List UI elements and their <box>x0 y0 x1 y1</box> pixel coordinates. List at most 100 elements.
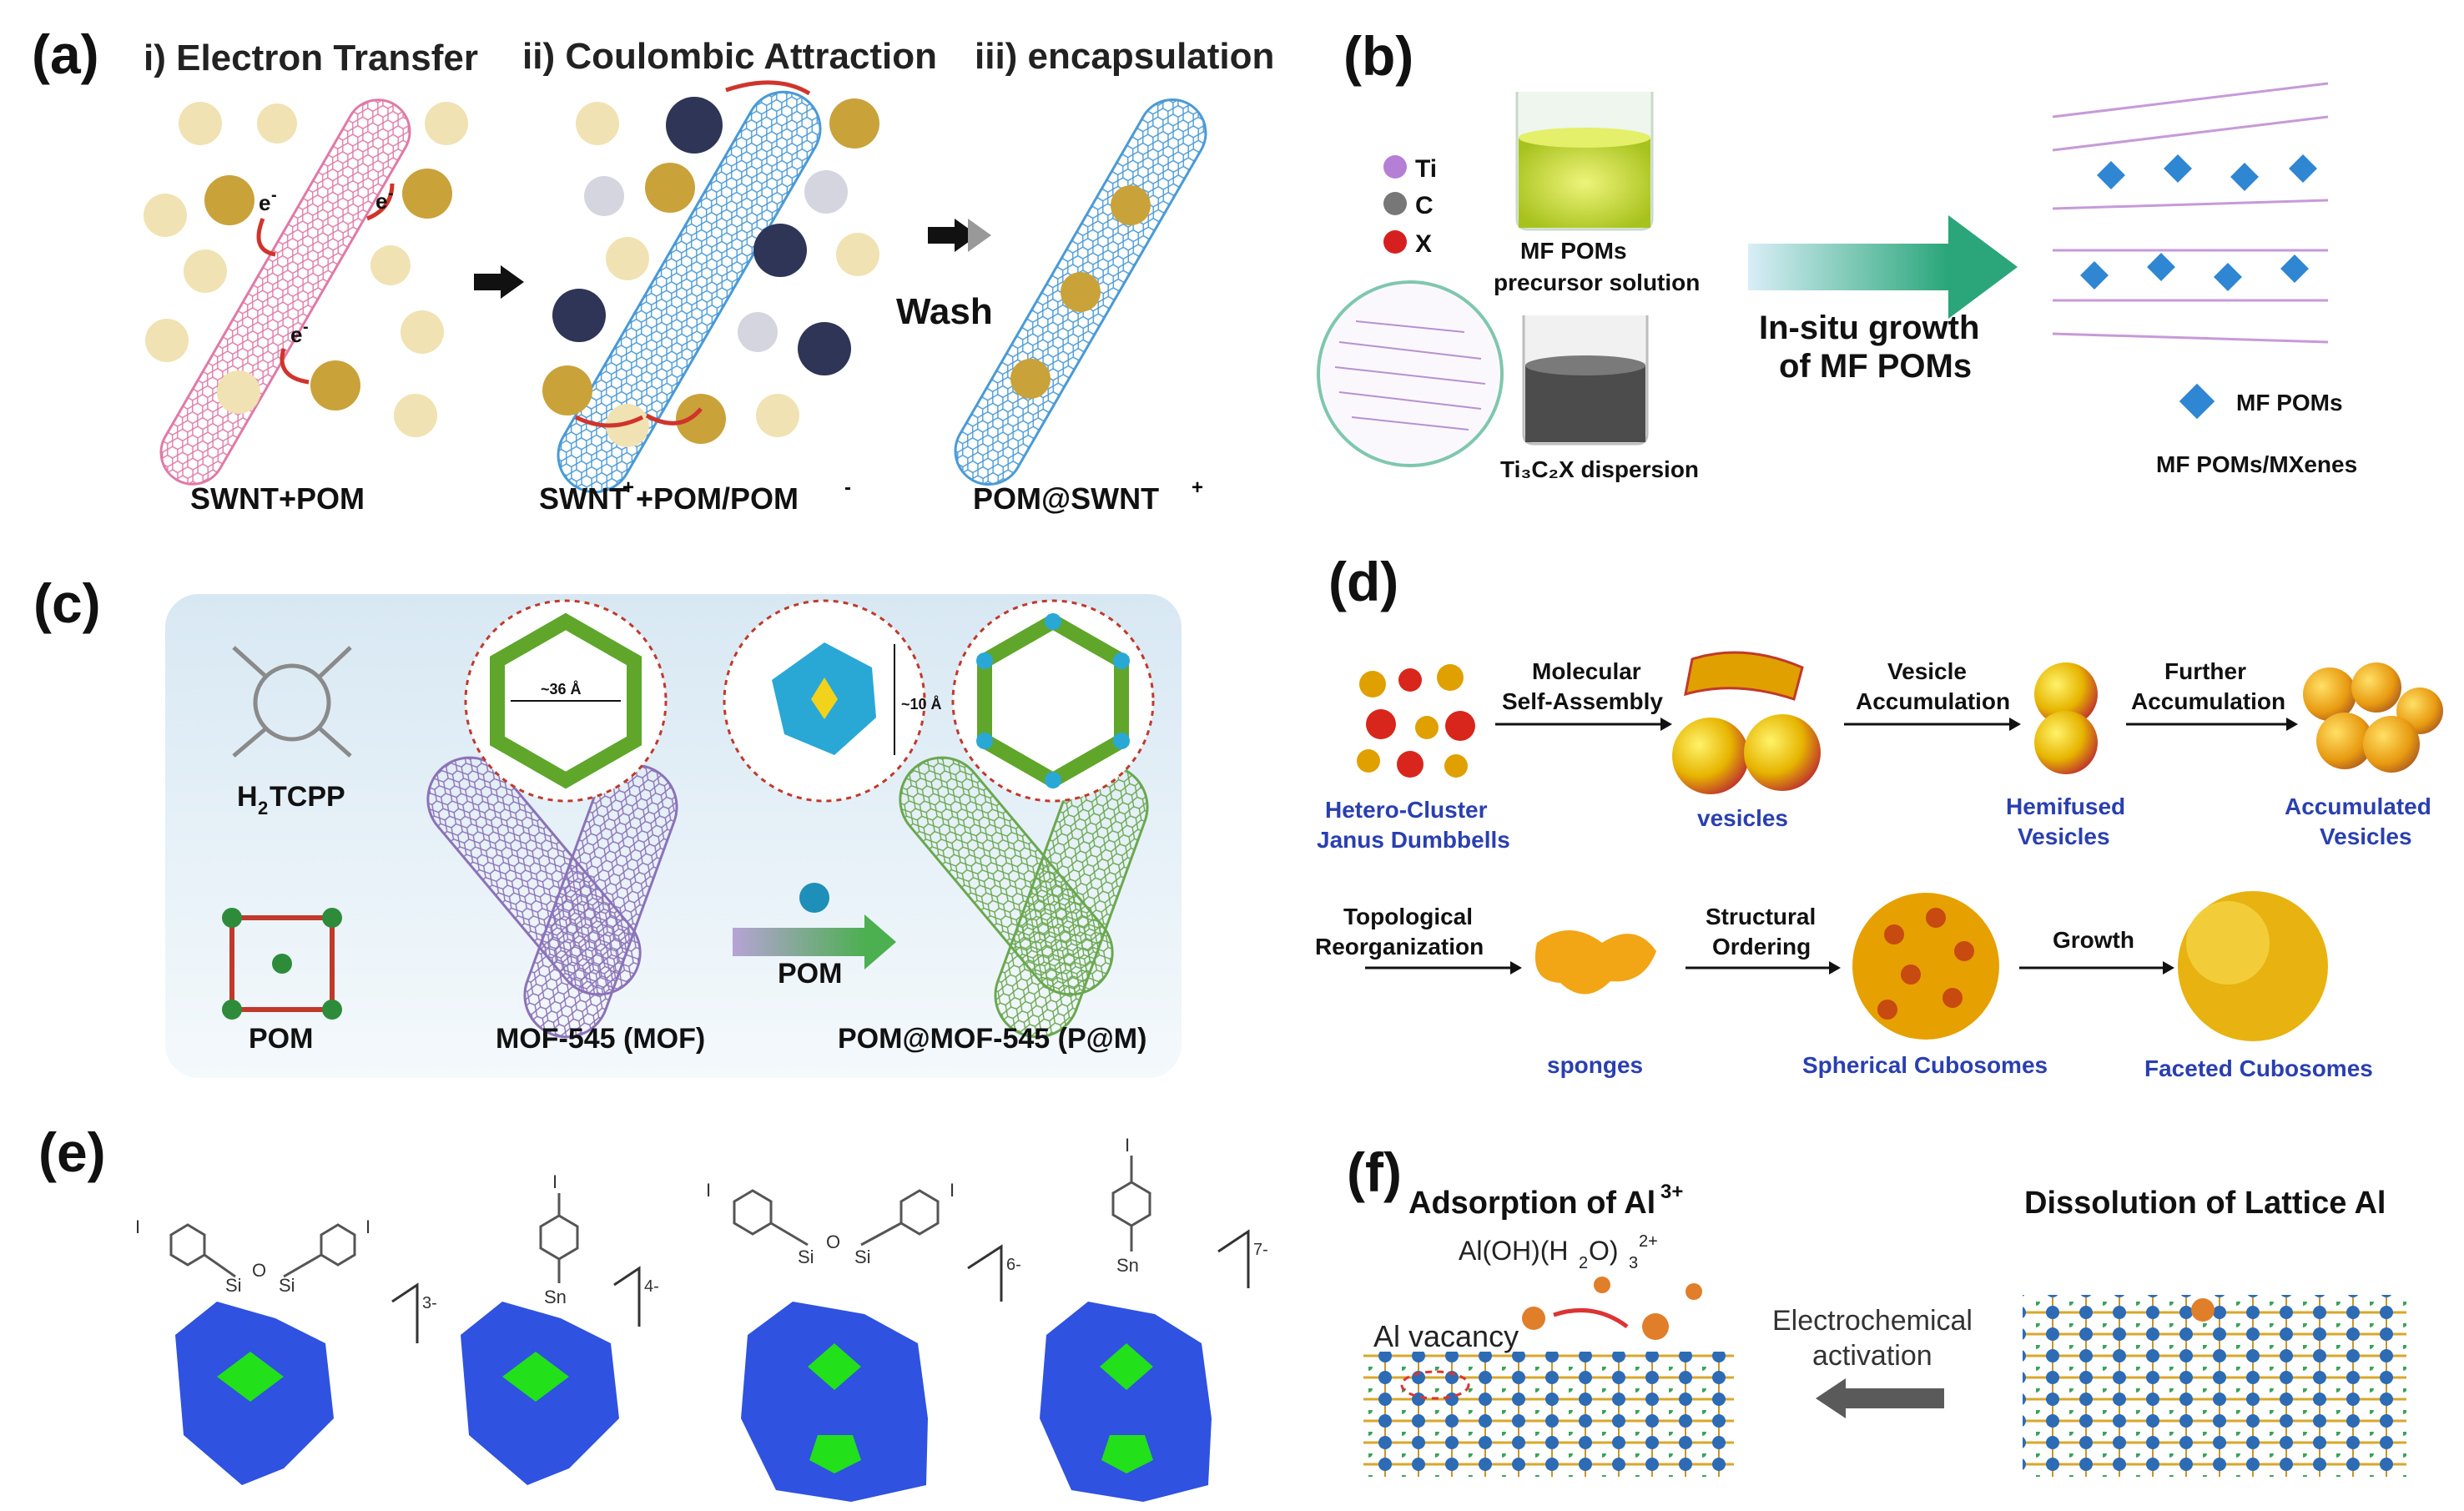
svg-text:O: O <box>826 1231 840 1252</box>
in-situ-growth-arrow <box>1748 215 2018 319</box>
svg-text:2: 2 <box>258 798 268 818</box>
nanotube-encapsulated <box>954 98 1207 486</box>
structure-3: Si O Si I I 6- <box>706 1180 1021 1502</box>
arrow-further-accumulation <box>2126 718 2298 731</box>
panel-a: (a) i) Electron Transfer ii) Coulombic A… <box>32 23 1274 516</box>
arrow-top-3-line2: Accumulation <box>2131 688 2285 714</box>
panel-e: (e) Si O Si I I 3- <box>38 1121 1268 1502</box>
panel-f-label: (f) <box>1347 1141 1402 1203</box>
svg-text:I: I <box>1125 1135 1130 1156</box>
pom-clusters <box>144 97 879 447</box>
pom-molecule <box>222 908 342 1020</box>
arrow-bottom-2-line1: Structural <box>1706 904 1816 929</box>
svg-text:2: 2 <box>1579 1254 1588 1272</box>
svg-text:SWNT: SWNT <box>539 481 627 516</box>
item-vesicles: vesicles <box>1697 805 1788 831</box>
spherical-cubosome-shape <box>1852 893 1999 1040</box>
arrow-top-3-line1: Further <box>2164 658 2246 684</box>
svg-text:I: I <box>950 1180 955 1201</box>
mof-545-tubes <box>426 756 678 1039</box>
sponges-shape <box>1534 930 1656 995</box>
svg-text:3: 3 <box>1629 1254 1638 1272</box>
svg-text:I: I <box>365 1216 370 1237</box>
activation-text-1: Electrochemical <box>1772 1305 1973 1337</box>
step-2-title: ii) Coulombic Attraction <box>522 36 937 77</box>
charge-4: 7- <box>1253 1241 1268 1259</box>
arrow-growth <box>2019 961 2174 975</box>
legend-dot-x <box>1383 230 1407 254</box>
item-spherical-cubosomes: Spherical Cubosomes <box>1802 1052 2048 1078</box>
svg-text:TCPP: TCPP <box>270 781 345 813</box>
svg-text:Si: Si <box>854 1247 871 1267</box>
arrow-self-assembly <box>1495 718 1672 731</box>
arrow-vesicle-accumulation <box>1844 718 2021 731</box>
item-dumbbells-1: Hetero-Cluster <box>1325 797 1488 823</box>
panel-f: (f) Adsorption of Al 3+ Dissolution of L… <box>1347 1141 2406 1477</box>
beaker-precursor <box>1515 92 1654 231</box>
panel-d: (d) Hetero-Cluster Janus Dumbbells Molec… <box>1315 551 2443 1081</box>
wash-label: Wash <box>896 291 993 332</box>
activation-text-2: activation <box>1812 1340 1932 1372</box>
pom-mof-tubes <box>899 756 1149 1039</box>
electron-sup-2: - <box>388 184 394 203</box>
nanotube-pink <box>159 98 411 486</box>
product-pom-mof-label: POM@MOF-545 (P@M) <box>838 1023 1146 1055</box>
arrow-bottom-2-line2: Ordering <box>1712 934 1811 959</box>
charge-2: 4- <box>644 1277 659 1296</box>
electron-label-1: e <box>259 190 270 215</box>
hemifused-vesicles-shape <box>2034 662 2098 774</box>
item-dumbbells-2: Janus Dumbbells <box>1317 827 1510 853</box>
electron-label-3: e <box>290 322 302 347</box>
arrow-top-2-line1: Vesicle <box>1887 658 1967 684</box>
legend-x: X <box>1415 230 1432 258</box>
caption-pom-swnt: POM@SWNT + <box>973 476 1203 516</box>
panel-d-label: (d) <box>1328 551 1398 612</box>
item-accumulated-1: Accumulated <box>2285 793 2431 819</box>
svg-text:Si: Si <box>279 1275 295 1296</box>
panel-e-label: (e) <box>38 1121 106 1183</box>
svg-text:O): O) <box>1589 1236 1619 1266</box>
charge-1: 3- <box>422 1294 437 1312</box>
pom-label: POM <box>249 1023 313 1055</box>
svg-text:3+: 3+ <box>1660 1181 1683 1203</box>
h2tcpp-molecule <box>232 646 352 758</box>
arrow-bottom-3-line1: Growth <box>2053 927 2134 953</box>
svg-text:I: I <box>706 1180 711 1201</box>
arrow-topological <box>1365 961 1522 975</box>
electron-sup-3: - <box>303 318 309 336</box>
legend-ti: Ti <box>1415 155 1437 183</box>
mxene-structure-circle <box>1317 280 1504 467</box>
pom-cluster-zoom <box>723 599 926 803</box>
svg-text:+: + <box>622 476 634 499</box>
item-faceted-cubosomes: Faceted Cubosomes <box>2144 1055 2373 1081</box>
step-1-title: i) Electron Transfer <box>144 38 478 78</box>
arrow-text-2: of MF POMs <box>1779 348 1972 385</box>
svg-text:Al(OH)(H: Al(OH)(H <box>1459 1236 1569 1266</box>
panel-c: (c) H 2 TCPP POM <box>33 572 1182 1078</box>
panel-c-background <box>165 594 1182 1078</box>
cluster-size-label: ~10 Å <box>901 696 942 713</box>
arrow-top-1-line2: Self-Assembly <box>1502 688 1663 714</box>
svg-text:+POM/POM: +POM/POM <box>636 481 799 516</box>
item-hemifused-1: Hemifused <box>2006 793 2125 819</box>
left-title: Adsorption of Al 3+ <box>1408 1181 1683 1221</box>
pore-size-label: ~36 Å <box>541 681 582 698</box>
beaker-precursor-label-2: precursor solution <box>1494 269 1700 295</box>
arrow-pom-label: POM <box>778 958 842 990</box>
beaker-dispersion <box>1522 315 1649 446</box>
item-hemifused-2: Vesicles <box>2018 823 2110 849</box>
pom-arrow <box>733 914 896 970</box>
element-legend: Ti C X <box>1383 155 1437 258</box>
item-sponges: sponges <box>1547 1052 1643 1078</box>
caption-swnt-plus: SWNT + +POM/POM - <box>539 476 851 516</box>
charge-3: 6- <box>1006 1256 1021 1274</box>
mof-label: MOF-545 (MOF) <box>496 1023 705 1055</box>
arrow-bottom-1-line1: Topological <box>1343 904 1473 929</box>
electron-sup-1: - <box>271 186 277 204</box>
nanotube-blue <box>557 90 822 494</box>
activation-arrow <box>1816 1378 1944 1418</box>
svg-text:Si: Si <box>225 1275 242 1296</box>
structure-2: I Sn 4- <box>461 1171 659 1485</box>
wash-arrow <box>928 219 991 252</box>
